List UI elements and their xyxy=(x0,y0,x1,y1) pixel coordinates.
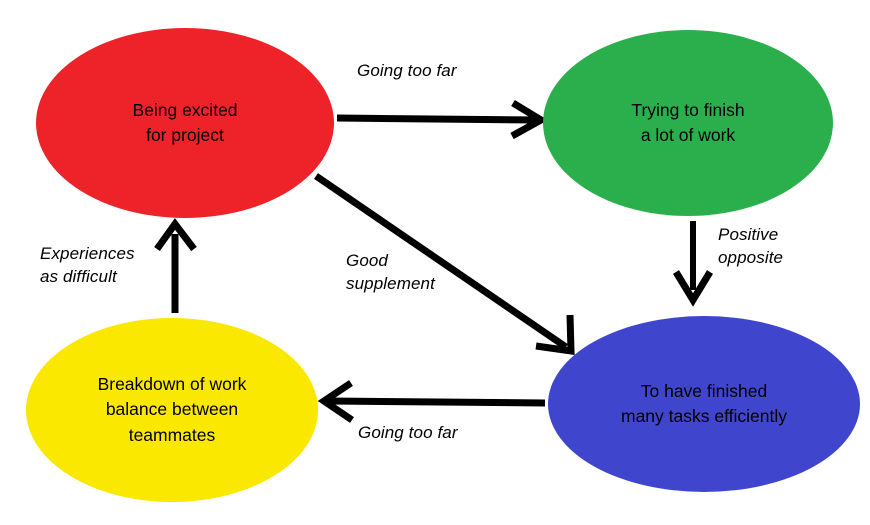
edge-label-breakdown-to-excited: Experiences as difficult xyxy=(40,244,135,286)
node-to-have-finished-many-tasks-efficiently[interactable]: To have finished many tasks efficiently xyxy=(548,316,860,492)
node-label: Trying to finish a lot of work xyxy=(631,99,745,145)
edge-label-finished-to-breakdown: Going too far xyxy=(358,423,458,442)
edge-label-trying-to-finished: Positive opposite xyxy=(718,225,784,267)
node-label: To have finished many tasks efficiently xyxy=(621,380,787,426)
node-being-excited-for-project[interactable]: Being excited for project xyxy=(36,28,334,218)
node-label: Being excited for project xyxy=(132,99,238,145)
node-label: Breakdown of work balance between teamma… xyxy=(97,373,247,445)
node-trying-to-finish-a-lot-of-work[interactable]: Trying to finish a lot of work xyxy=(543,30,833,216)
arrow-excited-to-trying xyxy=(336,100,548,140)
arrow-trying-to-finished xyxy=(673,221,713,307)
node-breakdown-of-work-balance-between-teammates[interactable]: Breakdown of work balance between teamma… xyxy=(26,318,318,502)
edge-label-excited-to-finished: Good supplement xyxy=(346,251,435,293)
arrow-finished-to-breakdown xyxy=(317,380,546,423)
edge-label-excited-to-trying: Going too far xyxy=(357,61,457,80)
arrow-breakdown-to-excited xyxy=(154,218,197,313)
